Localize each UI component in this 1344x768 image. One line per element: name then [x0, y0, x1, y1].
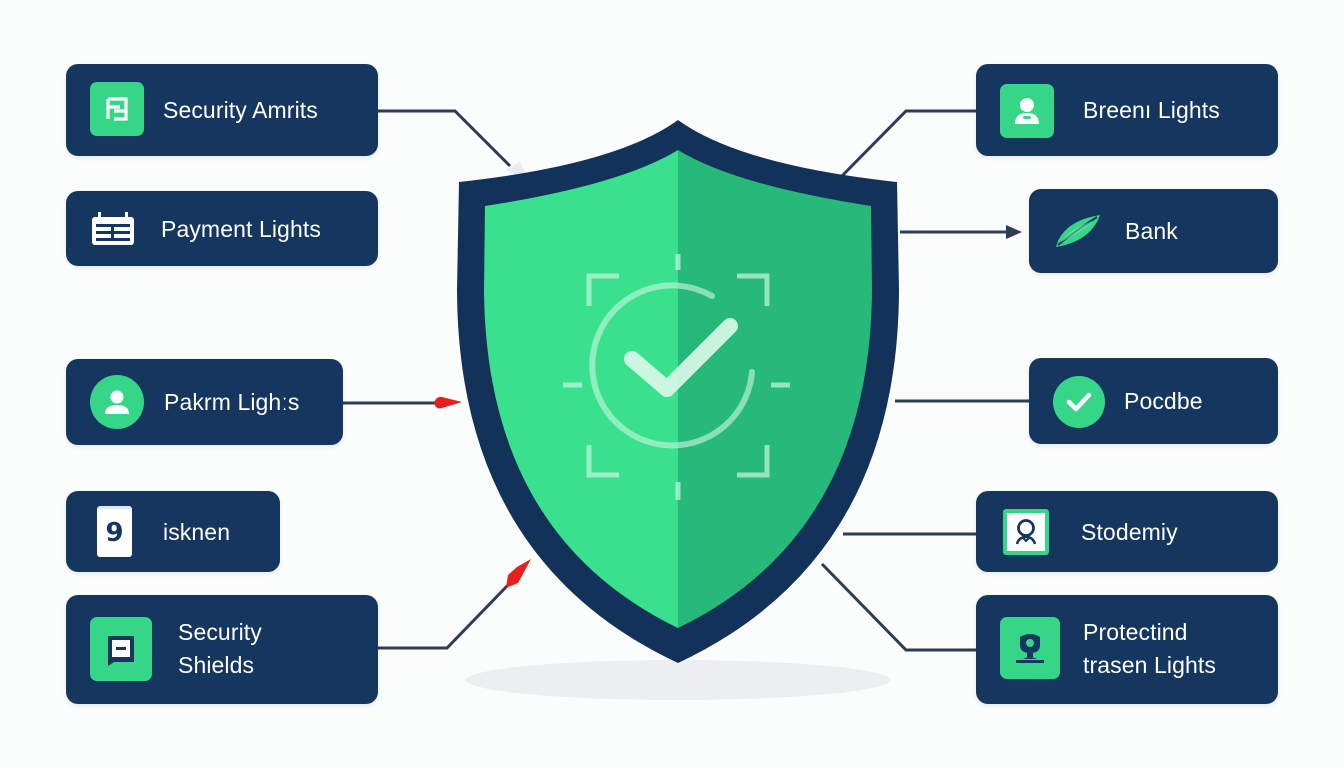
node-label: Bank [1125, 218, 1178, 244]
person-portrait-icon [1003, 509, 1049, 555]
connector-protectind [820, 562, 977, 652]
dark-arrowhead-icon [1006, 225, 1022, 239]
check-circle-icon [1053, 376, 1105, 428]
number-card-icon: 9 [97, 506, 132, 557]
node-payment-lights[interactable]: Payment Lights [66, 191, 378, 266]
shield-icon [457, 120, 899, 663]
node-label: Security Amrits [163, 97, 318, 123]
red-arrowhead-icon [434, 396, 462, 409]
node-security-shields[interactable]: Security Shields [66, 595, 378, 704]
connector-bank [900, 225, 1022, 239]
node-bank[interactable]: Bank [1029, 189, 1278, 273]
node-security-amrits[interactable]: Security Amrits [66, 64, 378, 156]
node-stodemiy[interactable]: Stodemiy [976, 491, 1278, 572]
node-label: Pocdbe [1124, 388, 1203, 414]
node-label: Payment Lights [161, 215, 321, 242]
red-arrowhead-icon [506, 559, 531, 588]
message-box-icon [90, 617, 152, 681]
user-circle-icon [90, 375, 144, 429]
node-pakrm-lights[interactable]: Pakrm Lighːs [66, 359, 343, 445]
shield-shadow [466, 660, 890, 700]
scan-frame-icon [563, 254, 790, 500]
connector-security-shields [378, 559, 531, 650]
node-label: Breenı Lights [1083, 97, 1220, 123]
node-label: Stodemiy [1081, 518, 1178, 545]
node-protectind-trasen-lights[interactable]: Protectind trasen Lights [976, 595, 1278, 704]
node-label: Pakrm Lighːs [164, 389, 300, 415]
number-card-digit: 9 [105, 518, 124, 548]
connector-pakrm-lights [343, 396, 462, 409]
progress-arc [589, 282, 755, 449]
node-pocdbe[interactable]: Pocdbe [1029, 358, 1278, 444]
webcam-icon [1000, 617, 1060, 679]
connector-breeni-lights [834, 109, 976, 184]
connector-security-amrits [378, 109, 512, 168]
calendar-table-icon [90, 209, 136, 249]
user-badge-icon [1000, 84, 1054, 138]
node-label: isknen [163, 518, 231, 545]
leaf-icon [1053, 211, 1103, 251]
node-label: Protectind trasen Lights [1083, 619, 1216, 678]
document-icon [90, 82, 144, 136]
node-isknen[interactable]: 9 isknen [66, 491, 280, 572]
node-label: Security Shields [178, 619, 262, 678]
node-breeni-lights[interactable]: Breenı Lights [976, 64, 1278, 156]
check-icon [624, 318, 738, 397]
